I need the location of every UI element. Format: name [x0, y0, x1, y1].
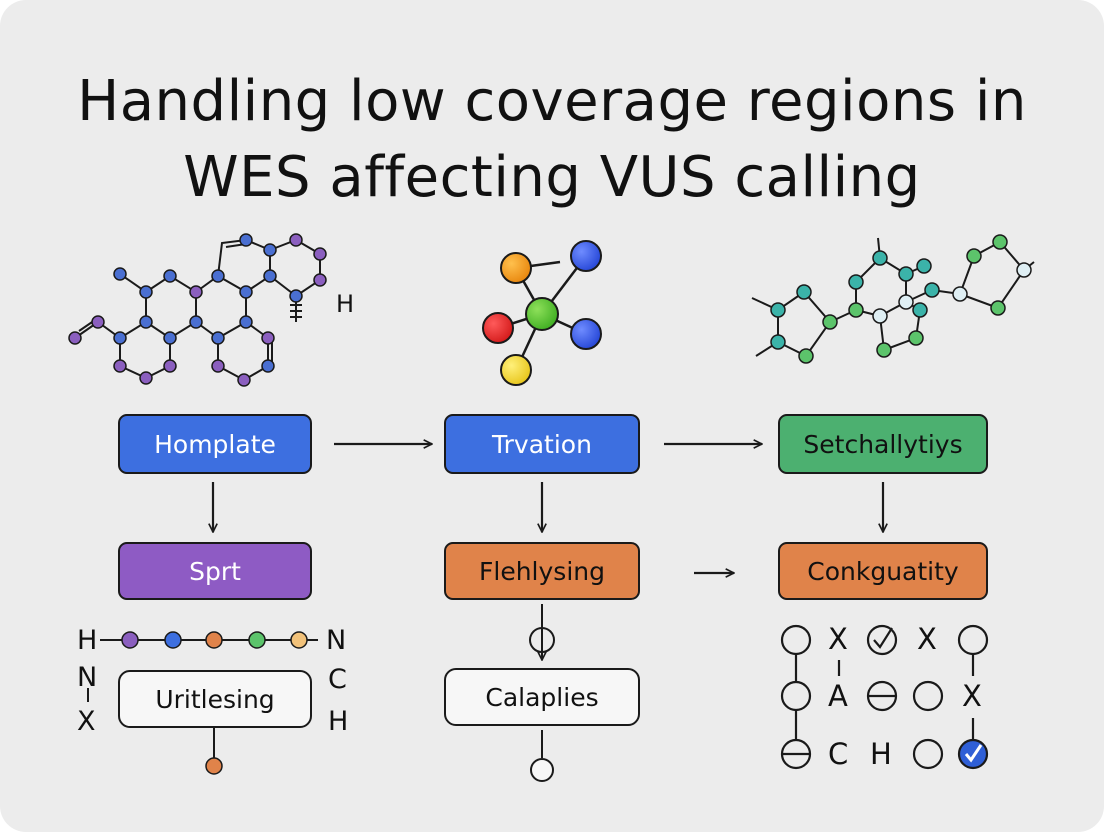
- homplate-box[interactable]: Homplate: [118, 414, 312, 474]
- title-line-2: WES affecting VUS calling: [183, 145, 921, 210]
- grid-c: C: [828, 737, 849, 771]
- left-chain: [87, 631, 318, 775]
- right-symbol-grid: [780, 624, 989, 770]
- molecule-label-h: H: [336, 290, 355, 318]
- grid-x-3: X: [962, 679, 982, 713]
- uritlesing-box[interactable]: Uritlesing: [118, 670, 312, 728]
- calaplies-box[interactable]: Calaplies: [444, 668, 640, 726]
- flow-arrows: [213, 444, 883, 573]
- center-molecule: [482, 240, 602, 386]
- title-line-1: Handling low coverage regions in: [77, 69, 1027, 134]
- grid-x-1: X: [828, 622, 848, 656]
- right-molecule-atoms: [770, 234, 1032, 364]
- right-molecule: [751, 237, 1035, 358]
- conkguatity-box[interactable]: Conkguatity: [778, 542, 988, 600]
- label-c: C: [328, 664, 347, 695]
- left-molecule: [74, 238, 321, 382]
- grid-x-2: X: [917, 622, 937, 656]
- chain-label-n: N: [326, 625, 347, 656]
- grid-a: A: [828, 679, 848, 713]
- flehlysing-box[interactable]: Flehlysing: [444, 542, 640, 600]
- label-h: H: [328, 706, 349, 737]
- trvation-box[interactable]: Trvation: [444, 414, 640, 474]
- label-n: N: [77, 662, 98, 693]
- chain-label-h: H: [77, 625, 98, 656]
- setchallytiys-box[interactable]: Setchallytiys: [778, 414, 988, 474]
- diagram-title: Handling low coverage regions in WES aff…: [0, 64, 1104, 216]
- grid-h: H: [870, 737, 892, 771]
- sprt-box[interactable]: Sprt: [118, 542, 312, 600]
- center-chain: [529, 604, 555, 782]
- left-molecule-atoms: [68, 233, 327, 387]
- label-x: X: [77, 706, 96, 737]
